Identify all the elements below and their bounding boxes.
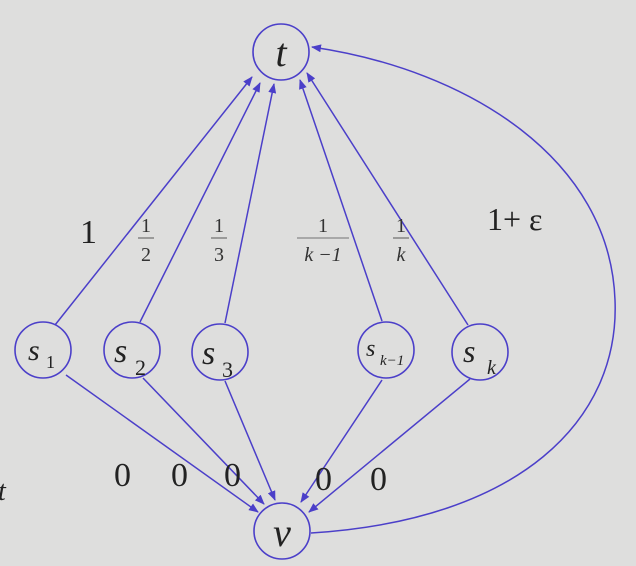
label-sk-v: 0 (370, 461, 387, 498)
node-s3: s 3 (191, 323, 249, 382)
svg-text:1: 1 (46, 352, 55, 372)
edge-sk1-t (299, 79, 383, 322)
label-sk-t: 1 k (393, 215, 409, 266)
edge-sk1-v (300, 379, 383, 503)
node-sk-1: s k−1 (357, 321, 415, 379)
svg-text:s: s (366, 336, 375, 362)
label-s3-t: 1 3 (211, 215, 227, 266)
edge-sk-t (306, 72, 469, 326)
edge-s2-v (142, 377, 265, 505)
node-s1: s 1 (14, 321, 72, 379)
edge-s3-t (224, 83, 277, 324)
label-s2-v: 0 (171, 457, 188, 494)
node-s2: s 2 (103, 321, 161, 380)
label-s1-v: 0 (114, 457, 131, 494)
node-t: t (252, 23, 310, 81)
label-s2-t: 1 2 (138, 215, 154, 266)
edge-s2-t (139, 82, 261, 323)
node-sk: s k (451, 323, 509, 381)
edge-sk-v (308, 378, 471, 513)
svg-text:t: t (275, 30, 287, 75)
label-s3-v: 0 (224, 457, 241, 494)
svg-text:s: s (114, 333, 127, 370)
side-text: t (0, 476, 7, 507)
node-v: v (253, 502, 311, 560)
svg-text:3: 3 (222, 357, 233, 382)
svg-text:3: 3 (214, 244, 224, 266)
svg-text:k: k (487, 357, 497, 379)
svg-text:s: s (28, 334, 40, 367)
svg-text:2: 2 (141, 244, 151, 266)
svg-text:s: s (463, 333, 475, 369)
label-v-t: 1+ ε (487, 201, 542, 237)
edge-v-t (310, 44, 616, 534)
label-sk1-t: 1 k −1 (297, 215, 349, 266)
svg-text:k: k (397, 244, 407, 266)
svg-text:1: 1 (396, 215, 406, 237)
svg-text:1: 1 (318, 215, 328, 237)
edge-s3-v (224, 380, 276, 501)
label-s1-t: 1 (80, 214, 97, 251)
edge-s1-t (54, 76, 253, 326)
svg-text:1: 1 (141, 215, 151, 237)
svg-text:1: 1 (214, 215, 224, 237)
svg-text:s: s (202, 335, 215, 372)
label-sk1-v: 0 (315, 461, 332, 498)
edge-s1-v (65, 374, 259, 513)
svg-text:v: v (273, 510, 291, 555)
svg-text:2: 2 (135, 355, 146, 380)
svg-text:k −1: k −1 (304, 244, 341, 266)
svg-text:k−1: k−1 (380, 353, 404, 369)
